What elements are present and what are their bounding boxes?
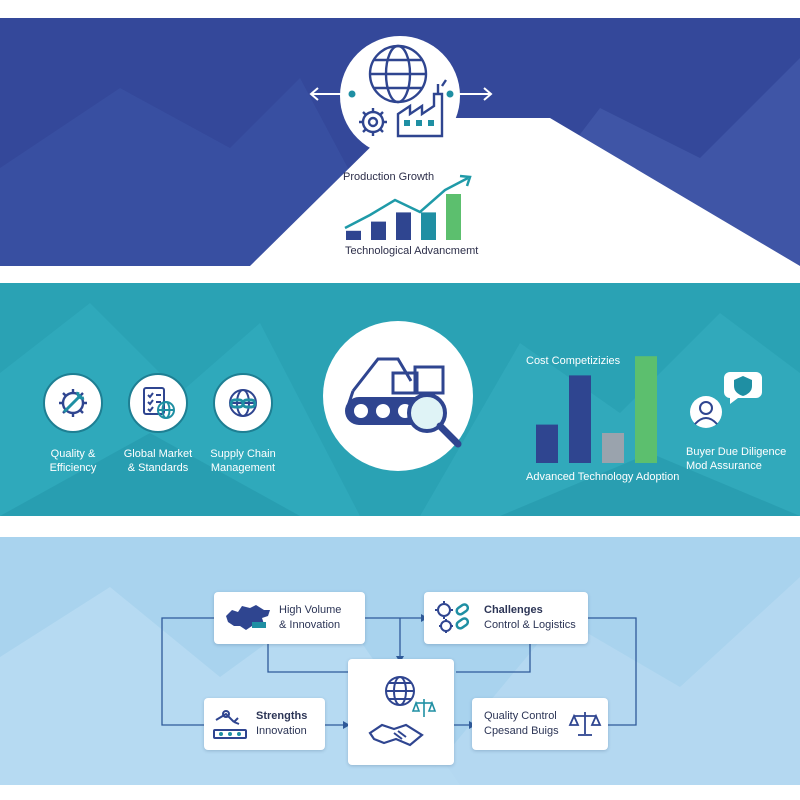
person-shield-icon	[690, 372, 762, 428]
buyer-label-line2: Mod Assurance	[686, 460, 762, 472]
card-subtitle: & Innovation	[279, 619, 341, 631]
china-map-icon	[226, 605, 270, 630]
feature-label-line2: Efficiency	[49, 462, 97, 474]
feature-label-line2: Management	[210, 462, 276, 474]
globe-handshake-scales-icon	[368, 676, 437, 747]
card-subtitle: Control & Logistics	[484, 619, 576, 631]
card-subtitle: Cpesand Buigs	[484, 725, 559, 737]
card-strengths: Strengths Innovation	[204, 698, 325, 750]
feature-quality: Quality & Efficiency	[23, 373, 123, 475]
card-title: High Volume	[279, 604, 342, 616]
card-title: Strengths	[256, 710, 308, 722]
chart-title: Cost Competizizies	[526, 355, 621, 367]
buyer-label-line1: Buyer Due Diligence	[686, 446, 787, 458]
flow-section: High Volume & Innovation Challenges Cont…	[0, 537, 800, 785]
feature-label-line1: Quality &	[50, 448, 96, 460]
mini-chart-bar-3	[396, 212, 411, 240]
flow-connectors	[161, 614, 637, 729]
robot-arm-icon	[213, 710, 247, 739]
feature-ring	[128, 373, 188, 433]
card-title: Quality Control	[484, 710, 557, 722]
card-quality-control: Quality Control Cpesand Buigs	[472, 698, 608, 750]
chart-xlabel: Advanced Technology Adoption	[526, 471, 680, 483]
chart-bar-1	[536, 424, 558, 463]
mini-chart-bar-2	[371, 221, 386, 240]
background-mountains	[0, 58, 800, 266]
mini-chart-bar-5	[446, 194, 461, 240]
card-high-volume: High Volume & Innovation	[214, 592, 365, 644]
feature-label-line1: Supply Chain	[210, 448, 276, 460]
production-growth-label: Production Growth	[343, 171, 435, 183]
overview-section: Quality & Efficiency Global Market & Stand…	[0, 283, 800, 516]
chart-bar-2	[569, 375, 591, 463]
growth-trend-line	[344, 176, 469, 230]
technological-advancement-label: Technological Advancmemt	[345, 245, 479, 257]
card-subtitle: Innovation	[256, 725, 307, 737]
feature-label-line2: & Standards	[127, 462, 189, 474]
feature-label-line1: Global Market	[123, 448, 193, 460]
background-mountains	[0, 303, 800, 516]
feature-ring	[43, 373, 103, 433]
checklist-globe-icon	[143, 387, 175, 419]
wrench-gear-icon	[59, 389, 87, 417]
cost-competitiveness-chart	[536, 356, 657, 463]
scales-icon	[568, 712, 602, 736]
feature-ring	[213, 373, 273, 433]
chart-bar-3	[602, 433, 624, 463]
growth-arrow-head	[459, 174, 472, 187]
gear-chain-icon	[435, 601, 470, 633]
mini-chart-bar-1	[346, 230, 361, 240]
card-challenges: Challenges Control & Logistics	[424, 592, 588, 644]
feature-global-market: Global Market & Standards	[108, 373, 208, 475]
center-circle	[323, 321, 473, 471]
globe-gear-factory-icon	[359, 44, 447, 138]
mini-chart-bar-4	[421, 212, 436, 240]
chain-globe-icon	[229, 389, 257, 417]
excavator-magnifier-icon	[345, 357, 462, 448]
chart-bar-4	[635, 356, 657, 463]
card-global-trade	[348, 659, 454, 765]
arrow-right-icon	[446, 87, 493, 101]
production-growth-chart	[344, 174, 472, 240]
arrow-left-icon	[309, 87, 356, 101]
card-title: Challenges	[484, 604, 543, 616]
